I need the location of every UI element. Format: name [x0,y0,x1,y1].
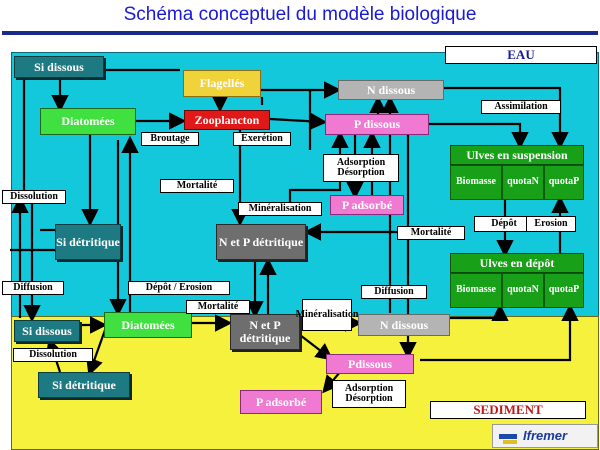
process-mineralisation: Minéralisation [296,299,358,331]
process-mortalite: Mortalité [397,226,465,240]
compartment-zooplancton: Zooplancton [184,110,270,130]
ulves-depot-cell: quotaP [544,273,584,308]
process-broutage: Broutage [141,132,199,146]
compartment-p-dissous-sed: Pdissous [326,354,414,374]
arrow-nsed-ulves [450,303,509,322]
compartment-np-detritique-sed: N et P détritique [230,314,300,350]
ulves-suspension-cell: quotaN [502,165,544,200]
compartment-p-adsorbe-sed: P adsorbé [240,390,322,414]
process-excretion: Exerétion [233,132,291,146]
process-adsorption-sed: Adsorption Désorption [332,380,406,408]
compartment-si-detritique-water: Si détritique [55,224,121,260]
ulves-suspension-cell: Biomasse [450,165,502,200]
arrow-npdet-psed [299,334,334,361]
process-mortalite: Mortalité [186,300,250,314]
sediment-zone-label: SEDIMENT [430,401,586,419]
page-title: Schéma conceptuel du modèle biologique [123,4,477,25]
logo-mark [499,434,517,439]
arrow-assim-n [444,86,569,150]
arrow-zoo-pdiss [269,112,328,131]
water-zone-label: EAU [445,46,597,64]
process-mineralisation: Minéralisation [238,202,322,216]
arrow-assim-p [428,122,529,150]
ulves-depot-cell: quotaN [502,273,544,308]
process-adsorption-water: Adsorption Désorption [323,154,399,182]
ulves-suspension-cell: quotaP [544,165,584,200]
compartment-diatomees-water: Diatomées [40,108,136,135]
compartment-flagelles: Flagellés [183,70,261,97]
title-rule [2,31,598,35]
process-mortalite: Mortalité [160,179,234,193]
compartment-si-detritique-sed: Si détritique [38,372,130,398]
compartment-si-dissous-water: Si dissous [14,56,104,78]
arrow-psed-ulves [420,303,579,362]
process-dissolution: Dissolution [2,190,66,204]
process-diffusion: Diffusion [2,281,64,295]
logo-text: Ifremer [523,428,568,443]
compartment-np-detritique-water: N et P détritique [216,224,306,260]
compartment-si-dissous-sed: Si dissous [14,320,80,342]
logo-mark [503,440,517,444]
ulves-suspension-title: Ulves en suspension [450,145,584,165]
compartment-n-dissous-sed: N dissous [358,314,450,336]
process-erosion: Erosion [526,216,576,232]
process-depot: Dépôt [474,216,534,232]
compartment-n-dissous-water: N dissous [338,80,444,100]
arrow-diatsed-sidet [86,329,107,377]
compartment-p-adsorbe-water: P adsorbé [330,195,404,215]
ifremer-logo: Ifremer [492,424,598,448]
process-dissolution: Dissolution [13,348,93,362]
ulves-depot-cell: Biomasse [450,273,502,308]
ulves-depot-title: Ulves en dépôt [450,253,584,273]
compartment-p-dissous-water: P dissous [325,114,429,135]
compartment-diatomees-sed: Diatomées [104,312,192,338]
process-diffusion: Diffusion [361,285,427,299]
process-assimilation: Assimilation [481,100,561,114]
process-depot-erosion: Dépôt / Erosion [128,281,230,295]
